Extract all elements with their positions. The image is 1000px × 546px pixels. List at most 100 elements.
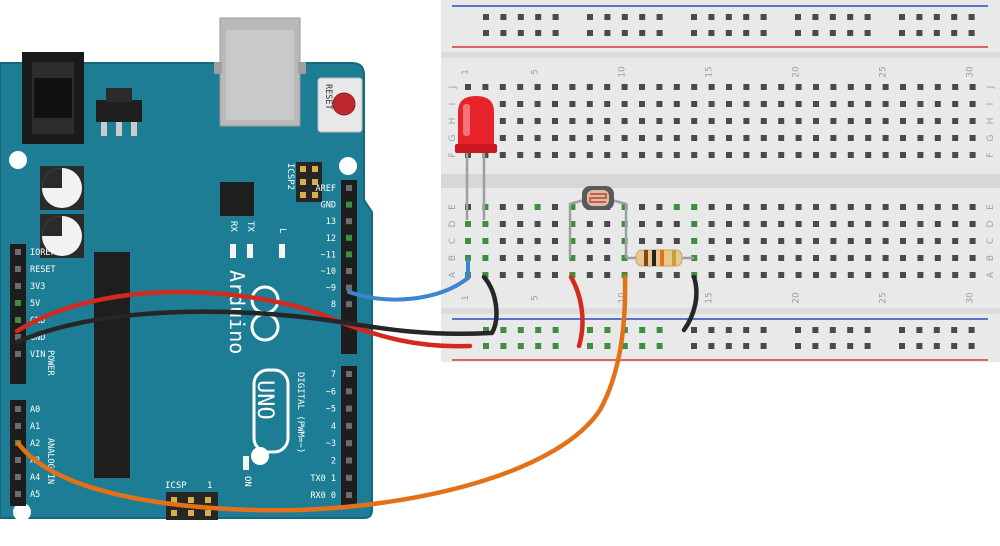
breadboard-hole bbox=[691, 204, 698, 210]
breadboard-hole bbox=[656, 152, 663, 158]
header-pin[interactable] bbox=[346, 284, 352, 291]
breadboard-hole bbox=[778, 101, 785, 107]
header-pin[interactable] bbox=[15, 249, 21, 255]
header-pin[interactable] bbox=[15, 457, 21, 463]
photoresistor[interactable] bbox=[568, 186, 628, 258]
breadboard-hole bbox=[726, 118, 732, 124]
breadboard-hole bbox=[778, 135, 785, 141]
header-pin[interactable] bbox=[15, 266, 21, 272]
breadboard-hole bbox=[726, 101, 732, 107]
header-pin[interactable] bbox=[346, 457, 352, 464]
breadboard-hole bbox=[552, 101, 558, 107]
wire-black-jumper-2[interactable] bbox=[681, 274, 699, 333]
digital-pin-label: TX0 1 bbox=[310, 474, 336, 484]
header-pin[interactable] bbox=[346, 371, 352, 377]
rail-hole bbox=[760, 327, 767, 333]
breadboard-hole bbox=[830, 255, 837, 261]
breadboard-hole bbox=[830, 135, 837, 141]
breadboard-hole bbox=[621, 101, 628, 107]
rail-hole bbox=[483, 30, 489, 36]
breadboard-hole bbox=[743, 118, 750, 124]
header-pin[interactable] bbox=[346, 405, 352, 412]
breadboard-hole bbox=[691, 238, 698, 244]
rail-hole bbox=[708, 327, 715, 333]
led-red[interactable] bbox=[455, 96, 497, 220]
column-number: 10 bbox=[618, 292, 628, 304]
breadboard-hole bbox=[726, 272, 732, 278]
breadboard-hole bbox=[917, 221, 924, 227]
header-pin[interactable] bbox=[15, 423, 21, 429]
breadboard-hole bbox=[778, 255, 785, 261]
header-pin[interactable] bbox=[346, 268, 352, 274]
breadboard-hole bbox=[708, 204, 715, 210]
breadboard-hole bbox=[969, 135, 976, 141]
row-letter: I bbox=[448, 103, 458, 106]
breadboard-hole bbox=[639, 238, 645, 244]
header-pin[interactable] bbox=[346, 388, 352, 395]
wire-black-jumper-1[interactable] bbox=[481, 274, 499, 336]
rail-hole bbox=[500, 30, 507, 36]
reset-button-cap[interactable] bbox=[332, 92, 356, 116]
breadboard-hole bbox=[604, 118, 611, 124]
wire-orange-a2[interactable] bbox=[15, 274, 628, 513]
breadboard-hole bbox=[639, 204, 645, 210]
rail-hole bbox=[795, 14, 801, 20]
header-pin[interactable] bbox=[346, 185, 352, 191]
breadboard-hole bbox=[900, 255, 906, 261]
breadboard-hole bbox=[882, 118, 889, 124]
header-pin[interactable] bbox=[346, 422, 352, 429]
header-pin[interactable] bbox=[346, 440, 352, 447]
header-pin[interactable] bbox=[15, 300, 21, 306]
header-pin[interactable] bbox=[346, 218, 352, 225]
header-pin[interactable] bbox=[15, 474, 21, 480]
breadboard-groove-top bbox=[441, 52, 1000, 58]
breadboard-hole bbox=[760, 255, 767, 261]
breadboard-hole bbox=[760, 272, 767, 278]
breadboard-hole bbox=[847, 135, 854, 141]
breadboard-hole bbox=[673, 204, 680, 210]
wire-blue-pin11[interactable] bbox=[347, 258, 470, 302]
breadboard-hole bbox=[830, 152, 837, 158]
wire-black-gnd[interactable] bbox=[14, 309, 493, 345]
header-pin[interactable] bbox=[346, 492, 352, 499]
breadboard-hole bbox=[743, 238, 750, 244]
rail-hole bbox=[847, 343, 854, 349]
header-pin[interactable] bbox=[15, 406, 21, 412]
wire-red-jumper[interactable] bbox=[568, 274, 585, 349]
header-pin[interactable] bbox=[346, 234, 352, 241]
breadboard-hole bbox=[482, 255, 489, 261]
header-pin[interactable] bbox=[15, 334, 21, 340]
breadboard-hole bbox=[604, 272, 611, 278]
breadboard-hole bbox=[499, 221, 506, 227]
digital-pin-label: 7 bbox=[331, 370, 336, 380]
breadboard-hole bbox=[882, 221, 889, 227]
header-pin[interactable] bbox=[346, 474, 352, 481]
rail-hole bbox=[500, 14, 507, 20]
breadboard-hole bbox=[552, 255, 558, 261]
header-pin[interactable] bbox=[15, 283, 21, 289]
header-pin[interactable] bbox=[15, 317, 21, 323]
breadboard-hole bbox=[882, 135, 889, 141]
breadboard-hole bbox=[517, 152, 524, 158]
rail-hole bbox=[916, 14, 923, 20]
analog-header bbox=[10, 400, 26, 506]
breadboard-hole bbox=[621, 238, 628, 244]
resistor[interactable] bbox=[626, 249, 694, 267]
breadboard-hole bbox=[708, 84, 715, 90]
header-pin[interactable] bbox=[346, 201, 352, 208]
row-letter: C bbox=[448, 238, 458, 244]
wire-red-5v[interactable] bbox=[14, 289, 473, 349]
header-pin[interactable] bbox=[15, 491, 21, 497]
header-pin[interactable] bbox=[346, 301, 352, 308]
breadboard-hole bbox=[969, 221, 976, 227]
header-pin[interactable] bbox=[346, 251, 352, 258]
breadboard-hole bbox=[656, 118, 663, 124]
breadboard-hole bbox=[569, 221, 576, 227]
digital-pin-label: ~9 bbox=[326, 284, 336, 294]
header-pin[interactable] bbox=[15, 351, 21, 357]
breadboard-hole bbox=[621, 118, 628, 124]
voltage-regulator bbox=[96, 100, 142, 122]
rail-hole bbox=[483, 14, 489, 20]
row-letter: B bbox=[986, 255, 996, 261]
breadboard-hole bbox=[969, 255, 976, 261]
